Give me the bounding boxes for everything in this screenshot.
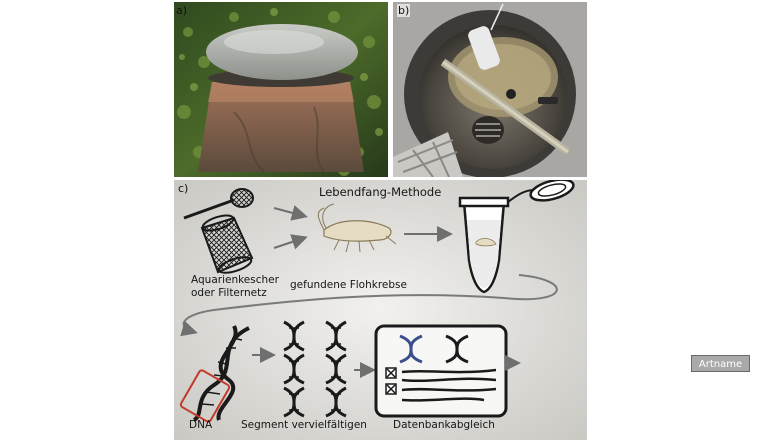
database-card-icon [374, 324, 508, 418]
manhole-interior-illustration [393, 2, 587, 177]
replicated-segments-icon [283, 320, 347, 418]
result-species-name-box: Artname [691, 355, 750, 372]
manhole-cover-illustration [174, 2, 388, 177]
panel-label-c: c) [178, 182, 189, 195]
database-label: Datenbankabgleich [393, 419, 495, 431]
net-label-line2: oder Filternetz [191, 287, 267, 299]
photo-manhole-cover [174, 2, 388, 177]
amphipod-icon [317, 203, 397, 253]
dna-label: DNA [189, 419, 213, 431]
net-label: Aquarienkescher oder Filternetz [191, 274, 281, 300]
sample-tube-icon [458, 180, 575, 294]
net-label-line1: Aquarienkescher [191, 274, 279, 286]
dna-helix-icon [179, 325, 250, 423]
method-diagram [174, 180, 587, 440]
filter-net-icon [200, 214, 254, 274]
method-diagram-drawing [174, 180, 587, 440]
shrimp-label: gefundene Flohkrebse [290, 279, 407, 291]
segment-label: Segment vervielfältigen [241, 419, 367, 431]
aquarium-net-icon [183, 188, 254, 220]
diagram-title: Lebendfang-Methode [319, 185, 442, 199]
panel-label-a: a) [176, 4, 188, 17]
photo-manhole-interior [393, 2, 587, 177]
figure: a) b) c) Lebendfang-Methode Aquarienkesc… [171, 0, 750, 440]
panel-label-b: b) [397, 4, 411, 17]
